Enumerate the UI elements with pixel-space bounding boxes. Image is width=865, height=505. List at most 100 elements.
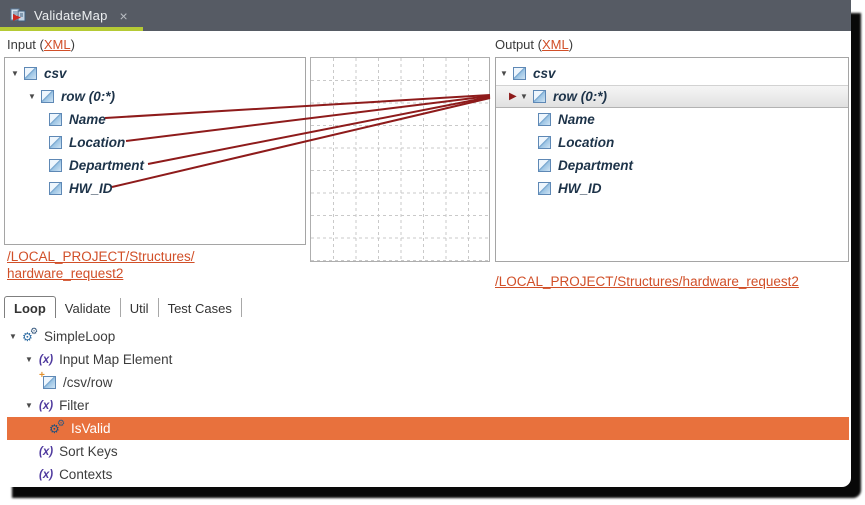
mapping-lines-overlay <box>104 94 491 188</box>
xml-element-icon <box>538 182 551 195</box>
xml-element-icon <box>538 136 551 149</box>
loop-config-tree: ▼ ⚙⚙ SimpleLoop ▼ (x) Input Map Element … <box>0 322 851 486</box>
gears-icon: ⚙⚙ <box>22 325 39 344</box>
loop-node-simpleloop[interactable]: ▼ ⚙⚙ SimpleLoop <box>0 325 851 348</box>
loop-node-isvalid-selected[interactable]: ⚙⚙ IsValid <box>7 417 849 440</box>
fx-icon: (x) <box>39 399 54 412</box>
input-node-name[interactable]: Name <box>5 108 305 131</box>
input-schema-link[interactable]: /LOCAL_PROJECT/Structures/ hardware_requ… <box>7 248 195 282</box>
expander-icon[interactable]: ▼ <box>520 92 528 101</box>
loop-node-csv-row[interactable]: + /csv/row <box>0 370 851 394</box>
input-node-csv[interactable]: ▼ csv <box>5 62 305 85</box>
node-label: row (0:*) <box>553 89 607 104</box>
node-label: /csv/row <box>63 375 113 390</box>
editor-tab-bar: ValidateMap × <box>0 0 851 31</box>
input-node-department[interactable]: Department <box>5 154 305 177</box>
tab-divider <box>240 298 242 317</box>
tab-test-cases[interactable]: Test Cases <box>167 300 232 316</box>
expander-icon[interactable]: ▼ <box>25 355 33 364</box>
xml-element-icon <box>513 67 526 80</box>
map-file-icon <box>10 8 26 23</box>
input-schema-link-line2: hardware_request2 <box>7 266 124 281</box>
input-node-location[interactable]: Location <box>5 131 305 154</box>
node-label: row (0:*) <box>61 89 115 104</box>
validatemap-editor-window: ValidateMap × Input (XML) Output (XML) ▼… <box>0 0 851 486</box>
output-header-text: Output ( <box>495 37 542 52</box>
node-label: Contexts <box>59 467 113 482</box>
fx-icon: (x) <box>39 353 54 366</box>
node-label: csv <box>533 66 556 81</box>
node-label: Name <box>558 112 595 127</box>
fx-icon: (x) <box>39 468 54 481</box>
xml-element-icon <box>41 90 54 103</box>
xml-element-icon <box>533 90 546 103</box>
input-node-row[interactable]: ▼ row (0:*) <box>5 85 305 108</box>
input-header-text: Input ( <box>7 37 44 52</box>
plus-badge-icon: + <box>39 370 45 381</box>
node-label: HW_ID <box>558 181 602 196</box>
output-node-department[interactable]: Department <box>496 154 848 177</box>
xml-element-icon <box>49 159 62 172</box>
node-label: Sort Keys <box>59 444 118 459</box>
node-label: Name <box>69 112 106 127</box>
mapping-canvas[interactable] <box>310 57 490 262</box>
close-icon[interactable]: × <box>119 7 128 24</box>
expander-icon[interactable]: ▼ <box>11 69 19 78</box>
output-tree-panel: ▼ csv ▶ ▼ row (0:*) Name Location Depart… <box>495 57 849 262</box>
input-header: Input (XML) <box>7 37 75 52</box>
mapping-line-name[interactable] <box>104 94 491 119</box>
output-node-name[interactable]: Name <box>496 108 848 131</box>
input-header-close-paren: ) <box>70 37 75 52</box>
node-label: Location <box>558 135 615 150</box>
mapping-line-location[interactable] <box>125 95 491 142</box>
input-node-hwid[interactable]: HW_ID <box>5 177 305 200</box>
fx-icon: (x) <box>39 445 54 458</box>
node-label: Location <box>69 135 126 150</box>
loop-node-filter[interactable]: ▼ (x) Filter <box>0 394 851 417</box>
output-xml-link[interactable]: XML <box>541 37 569 52</box>
node-label: Filter <box>59 398 90 413</box>
expander-icon[interactable]: ▼ <box>500 69 508 78</box>
tab-title: ValidateMap <box>34 8 108 23</box>
new-xml-element-icon: + <box>39 370 56 389</box>
loop-node-input-map-element[interactable]: ▼ (x) Input Map Element <box>0 348 851 371</box>
node-label: Department <box>69 158 145 173</box>
output-header-close-paren: ) <box>568 37 574 52</box>
xml-element-icon <box>49 113 62 126</box>
output-header: Output (XML) <box>495 37 573 52</box>
node-label: csv <box>44 66 67 81</box>
input-xml-link[interactable]: XML <box>43 37 71 52</box>
output-schema-link[interactable]: /LOCAL_PROJECT/Structures/hardware_reque… <box>495 274 799 289</box>
tab-divider <box>119 298 121 317</box>
gears-icon: ⚙⚙ <box>49 417 66 436</box>
expander-icon[interactable]: ▼ <box>25 401 33 410</box>
mapping-line-department[interactable] <box>147 96 491 165</box>
tab-validatemap[interactable]: ValidateMap × <box>0 0 143 31</box>
xml-element-icon <box>538 113 551 126</box>
active-tab-underline <box>0 27 143 31</box>
output-node-row-selected[interactable]: ▶ ▼ row (0:*) <box>496 85 848 108</box>
tab-validate[interactable]: Validate <box>64 300 111 316</box>
tab-util[interactable]: Util <box>129 300 149 316</box>
node-label: SimpleLoop <box>44 329 116 344</box>
bottom-tab-bar: Loop Validate Util Test Cases <box>4 296 242 318</box>
node-label: HW_ID <box>69 181 113 196</box>
output-node-location[interactable]: Location <box>496 131 848 154</box>
mapping-target-arrow-icon: ▶ <box>509 90 517 102</box>
tab-divider <box>157 298 159 317</box>
loop-node-sort-keys[interactable]: (x) Sort Keys <box>0 440 851 463</box>
xml-element-icon <box>24 67 37 80</box>
expander-icon[interactable]: ▼ <box>28 92 36 101</box>
output-node-csv[interactable]: ▼ csv <box>496 62 848 85</box>
mapping-line-hwid[interactable] <box>111 97 491 188</box>
node-label: IsValid <box>71 421 111 436</box>
xml-element-icon <box>538 159 551 172</box>
input-schema-link-line1: /LOCAL_PROJECT/Structures/ <box>7 249 195 264</box>
loop-node-contexts[interactable]: (x) Contexts <box>0 463 851 486</box>
expander-icon[interactable]: ▼ <box>9 332 17 341</box>
node-label: Department <box>558 158 634 173</box>
xml-element-icon <box>49 182 62 195</box>
tab-loop[interactable]: Loop <box>4 296 56 318</box>
canvas-grid <box>311 58 489 261</box>
output-node-hwid[interactable]: HW_ID <box>496 177 848 200</box>
